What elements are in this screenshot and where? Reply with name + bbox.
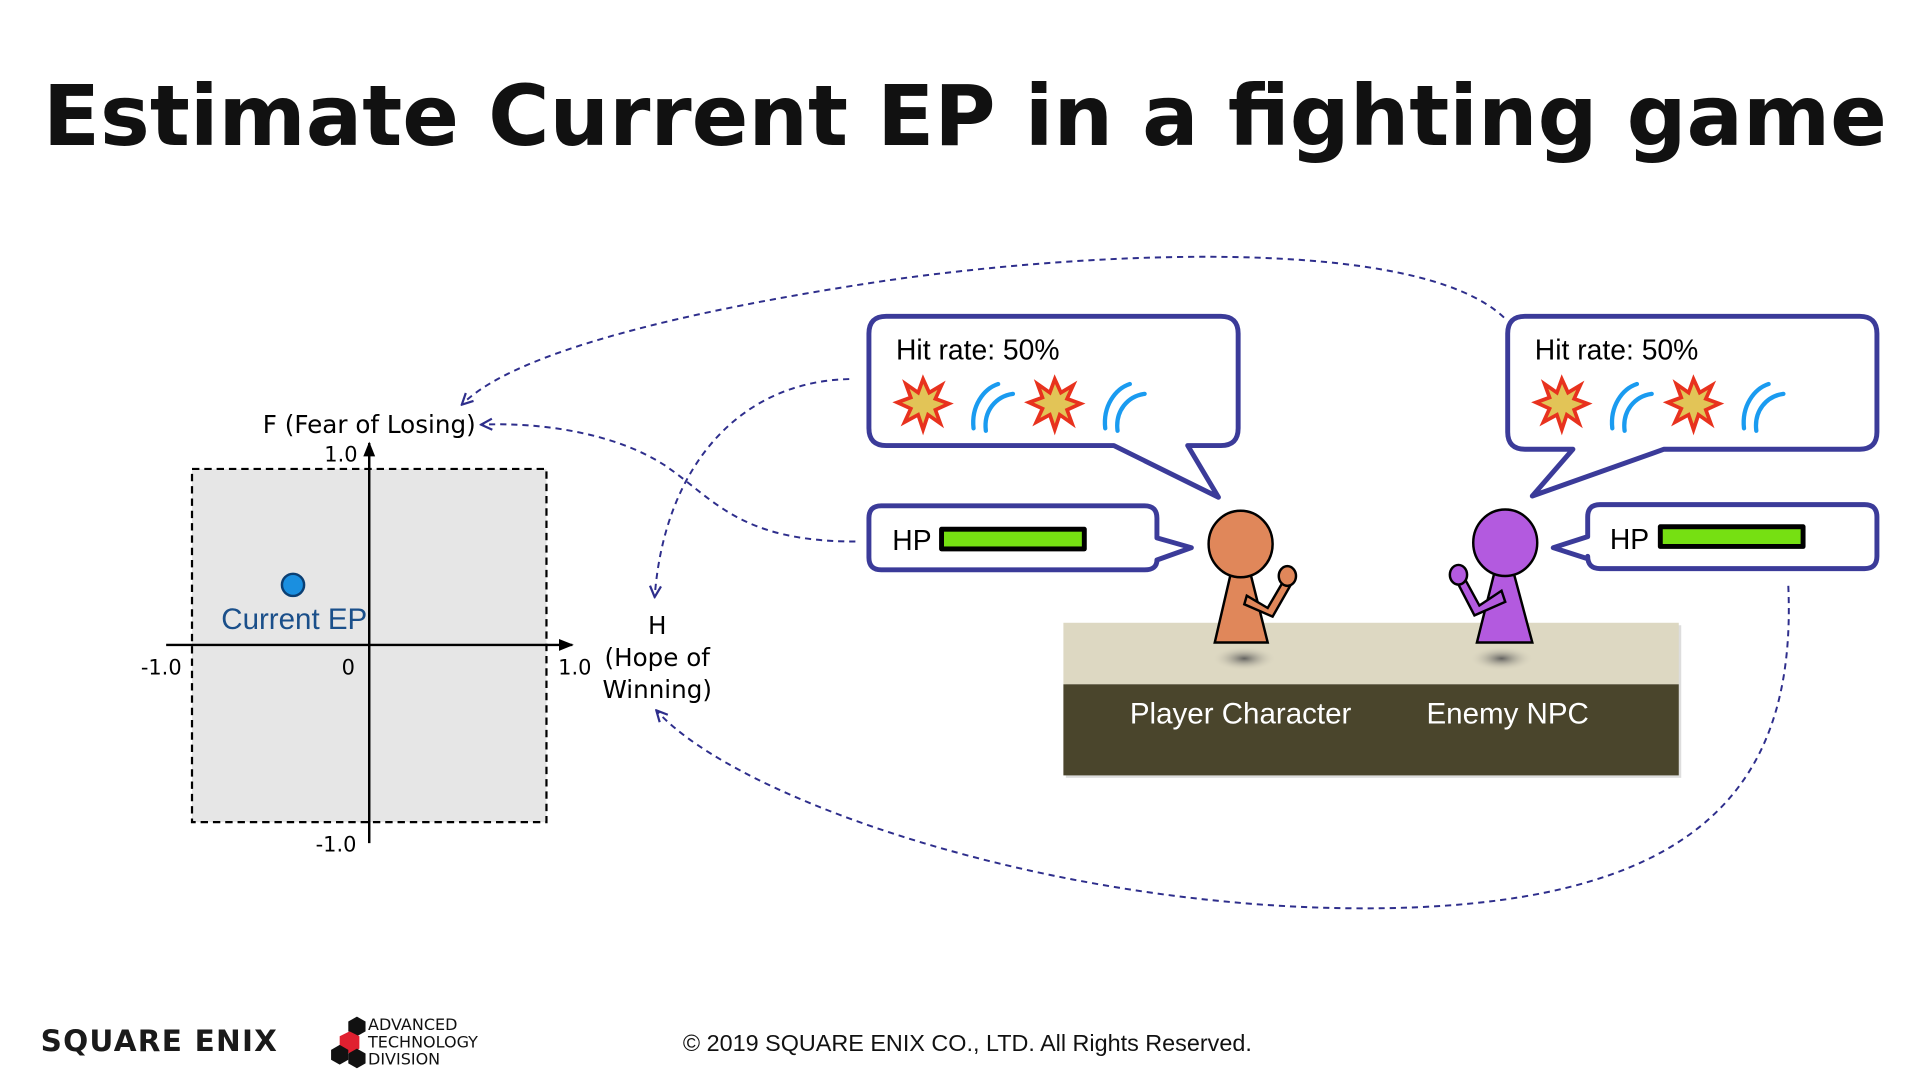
player-hp-bubble: HP xyxy=(866,503,1194,573)
stage-front xyxy=(1063,684,1679,776)
stage-floor xyxy=(1063,622,1679,685)
player-character-figure xyxy=(1207,509,1298,644)
atd-line2: TECHNOLOGY xyxy=(367,1032,478,1051)
player-hit-rate-text: Hit rate: 50% xyxy=(896,333,1060,365)
arrow-player-hp-to-fear xyxy=(482,424,856,543)
current-ep-point xyxy=(280,572,306,598)
arrow-player-hit-to-hope xyxy=(655,378,850,596)
hit-burst-icon xyxy=(895,377,951,432)
current-ep-label: Current EP xyxy=(221,603,367,636)
player-character-label: Player Character xyxy=(1130,698,1352,731)
player-hp-fill xyxy=(944,531,1082,547)
atd-logo: ADVANCED TECHNOLOGY DIVISION xyxy=(331,1015,478,1069)
origin-tick: 0 xyxy=(342,655,355,679)
x-axis-label-h: H xyxy=(648,611,667,640)
enemy-hit-rate-bubble: Hit rate: 50% xyxy=(1505,313,1880,499)
relationship-arrows xyxy=(463,255,1790,910)
hit-burst-icon xyxy=(1665,377,1722,432)
hit-burst-icon xyxy=(1027,377,1083,432)
page-title: Estimate Current EP in a fighting game xyxy=(43,67,1887,165)
x-min-tick: -1.0 xyxy=(141,655,182,679)
atd-line3: DIVISION xyxy=(368,1050,440,1069)
y-max-tick: 1.0 xyxy=(324,443,357,467)
atd-line1: ADVANCED xyxy=(368,1015,457,1034)
x-axis-label-3: Winning) xyxy=(602,675,711,704)
ep-graph: 1.0 -1.0 -1.0 1.0 0 F (Fear of Losing) H… xyxy=(141,410,712,856)
enemy-hp-label: HP xyxy=(1610,523,1649,555)
x-axis-label-2: (Hope of xyxy=(604,643,711,672)
player-hit-rate-bubble: Hit rate: 50% xyxy=(866,313,1241,500)
footer: SQUARE ENIX ADVANCED TECHNOLOGY DIVISION… xyxy=(41,1015,1252,1068)
y-min-tick: -1.0 xyxy=(316,833,357,857)
hit-burst-icon xyxy=(1534,377,1590,432)
y-axis-label: F (Fear of Losing) xyxy=(263,410,476,439)
arrow-enemy-hit-to-fear xyxy=(463,255,1505,404)
enemy-hit-rate-text: Hit rate: 50% xyxy=(1535,333,1699,365)
enemy-npc-label: Enemy NPC xyxy=(1426,698,1588,731)
player-hp-label: HP xyxy=(892,524,931,556)
copyright: © 2019 SQUARE ENIX CO., LTD. All Rights … xyxy=(683,1030,1252,1056)
enemy-hp-fill xyxy=(1662,529,1801,544)
square-enix-logo: SQUARE ENIX xyxy=(41,1024,279,1058)
stage: Player Character Enemy NPC xyxy=(1063,622,1682,778)
enemy-npc-figure xyxy=(1448,508,1539,644)
x-max-tick: 1.0 xyxy=(558,655,591,679)
enemy-hp-bubble: HP xyxy=(1550,502,1880,572)
